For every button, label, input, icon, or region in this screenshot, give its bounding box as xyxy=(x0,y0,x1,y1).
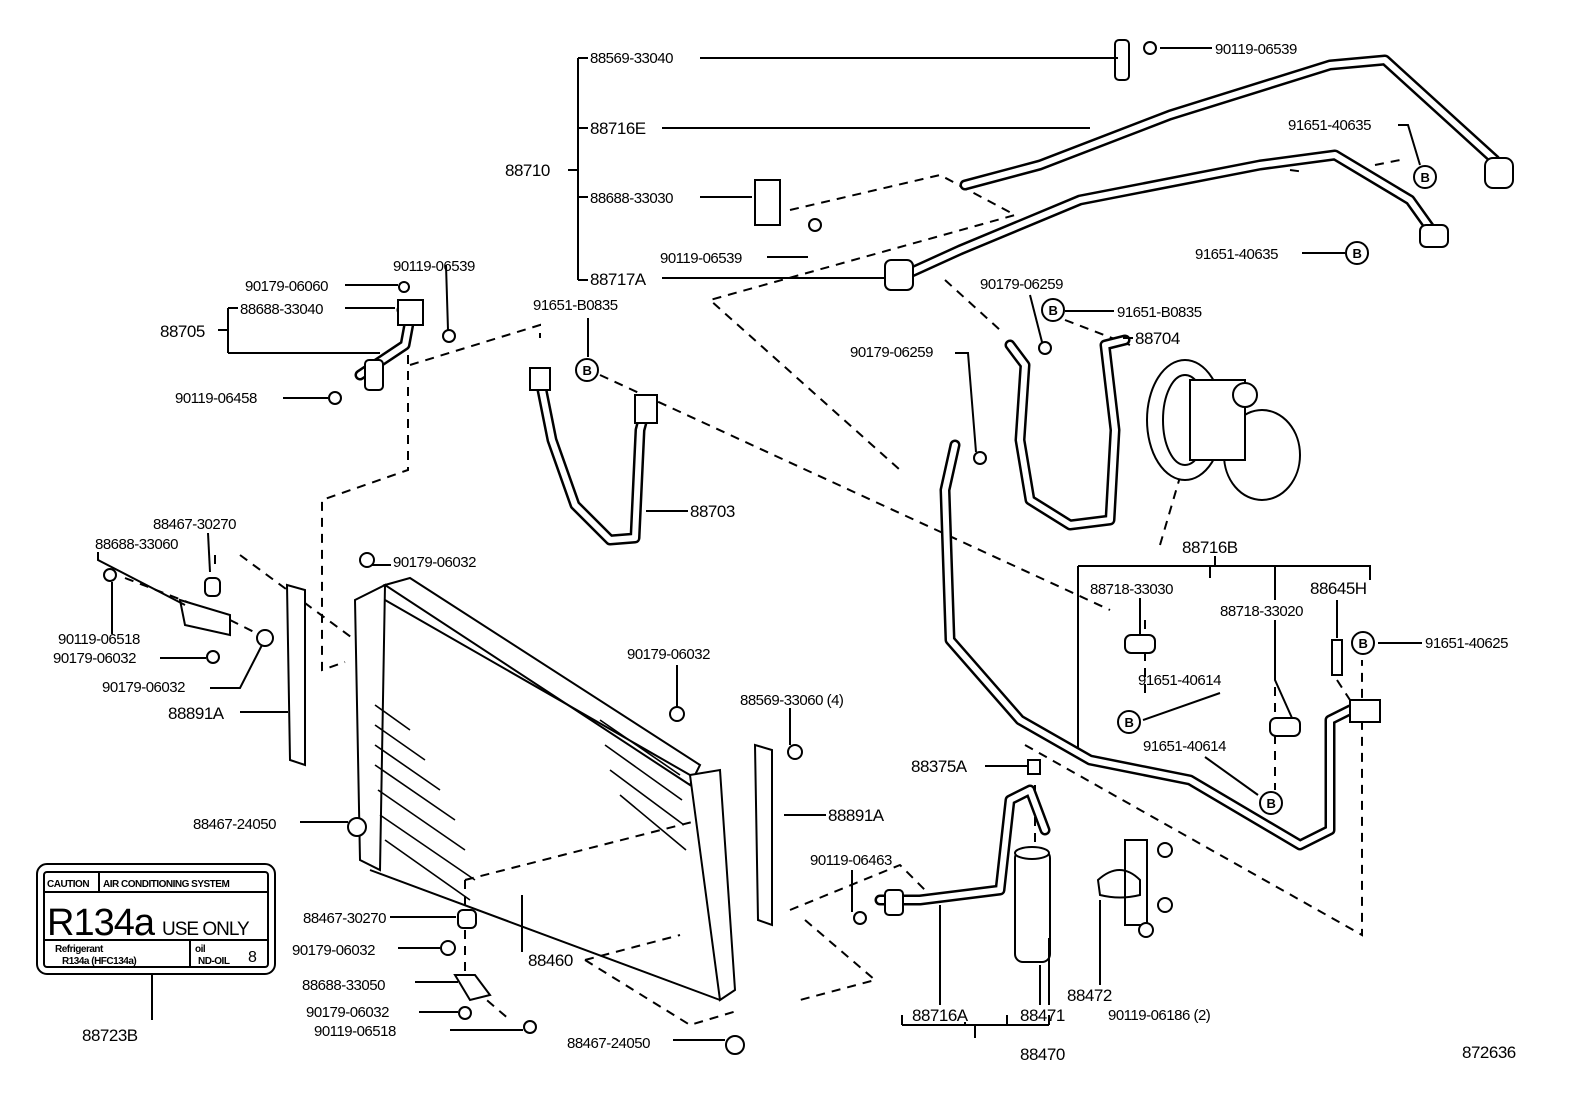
callout: 90119-06518 xyxy=(58,631,140,648)
callout: 88710 xyxy=(505,161,550,180)
connector-marker-b: B xyxy=(1345,241,1369,265)
callout: 90179-06032 xyxy=(292,942,375,959)
callout: 90119-06539 xyxy=(660,250,742,267)
refrigerant-label: Refrigerant xyxy=(55,944,104,955)
callout: 88716E xyxy=(590,119,646,138)
callout: 88472 xyxy=(1067,986,1112,1005)
callout: 90119-06539 xyxy=(393,258,475,275)
oil-label: oil xyxy=(195,944,206,955)
callout: 88704 xyxy=(1135,329,1180,348)
svg-text:B: B xyxy=(1421,170,1430,185)
callout: 88467-24050 xyxy=(567,1035,650,1052)
callout: 91651-40635 xyxy=(1288,117,1371,134)
fittings xyxy=(103,39,1514,1055)
caution-text: CAUTION xyxy=(47,879,89,890)
callout: 88705 xyxy=(160,322,205,341)
callout: 88717A xyxy=(590,270,647,289)
svg-text:B: B xyxy=(1267,796,1276,811)
leader-lines xyxy=(97,47,1422,1041)
condenser xyxy=(353,576,737,1002)
callout: 88688-33050 xyxy=(302,977,385,994)
connector-marker-b: B xyxy=(1117,710,1141,734)
refrigerant-code: R134a xyxy=(47,902,156,944)
side-panel-right xyxy=(753,743,773,927)
connector-marker-b: B xyxy=(1041,298,1065,322)
callout: 88375A xyxy=(911,757,968,776)
callout: 88569-33060 (4) xyxy=(740,692,844,709)
callout: 90179-06259 xyxy=(850,344,933,361)
callout: 88471 xyxy=(1020,1006,1065,1025)
callout: 91651-40625 xyxy=(1425,635,1508,652)
callout: 88470 xyxy=(1020,1045,1065,1064)
callout: 90119-06539 xyxy=(1215,41,1297,58)
callout: 88718-33020 xyxy=(1220,603,1303,620)
connector-markers: B B B B B B B xyxy=(575,165,1437,815)
callout: 88891A xyxy=(828,806,885,825)
callout: 88718-33030 xyxy=(1090,581,1173,598)
use-only-text: USE ONLY xyxy=(162,919,250,940)
receiver-dryer xyxy=(1014,759,1051,963)
callout: 90179-06259 xyxy=(980,276,1063,293)
connector-marker-b: B xyxy=(1259,791,1283,815)
parts xyxy=(103,39,1514,1055)
svg-text:B: B xyxy=(1353,246,1362,261)
connector-marker-b: B xyxy=(575,358,599,382)
dryer-bracket xyxy=(1096,839,1173,938)
callout: 88467-24050 xyxy=(193,816,276,833)
callout: 90119-06463 xyxy=(810,852,892,869)
svg-text:B: B xyxy=(1049,303,1058,318)
callout: 90119-06518 xyxy=(314,1023,396,1040)
callout: 88688-33030 xyxy=(590,190,673,207)
oil-value: ND-OIL xyxy=(198,956,230,967)
side-panel-left xyxy=(285,583,306,767)
callout: 91651-40614 xyxy=(1143,738,1226,755)
refrigerant-value: R134a (HFC134a) xyxy=(62,956,136,967)
diagram-number: 872636 xyxy=(1462,1043,1516,1062)
callout: 88723B xyxy=(82,1026,138,1045)
callout: 90179-06032 xyxy=(53,650,136,667)
connector-marker-b: B xyxy=(1351,631,1375,655)
hoses xyxy=(354,54,1511,906)
callouts: 88569-33040 90119-06539 88716E 88710 886… xyxy=(53,41,1516,1064)
svg-text:B: B xyxy=(1359,636,1368,651)
callout: 88703 xyxy=(690,502,735,521)
callout: 88467-30270 xyxy=(153,516,236,533)
callout: 88688-33060 xyxy=(95,536,178,553)
callout: 91651-40614 xyxy=(1138,672,1221,689)
callout: 88460 xyxy=(528,951,573,970)
callout: 91651-B0835 xyxy=(1117,304,1202,321)
callout: 90119-06458 xyxy=(175,390,257,407)
caution-label: CAUTION AIR CONDITIONING SYSTEM R134a US… xyxy=(36,863,276,975)
callout: 90179-06060 xyxy=(245,278,328,295)
callout: 90179-06032 xyxy=(627,646,710,663)
callout: 90179-06032 xyxy=(102,679,185,696)
callout: 91651-40635 xyxy=(1195,246,1278,263)
callout: 88645H xyxy=(1310,579,1367,598)
callout: 90119-06186 (2) xyxy=(1108,1007,1211,1024)
callout: 88716A xyxy=(912,1006,969,1025)
callout: 91651-B0835 xyxy=(533,297,618,314)
callout: 88569-33040 xyxy=(590,50,673,67)
callout: 88467-30270 xyxy=(303,910,386,927)
callout: 88891A xyxy=(168,704,225,723)
compressor xyxy=(1146,359,1301,501)
callout: 88688-33040 xyxy=(240,301,323,318)
svg-text:B: B xyxy=(583,363,592,378)
callout: 90179-06032 xyxy=(306,1004,389,1021)
callout: 90179-06032 xyxy=(393,554,476,571)
callout: 88716B xyxy=(1182,538,1238,557)
connector-marker-b: B xyxy=(1413,165,1437,189)
system-text: AIR CONDITIONING SYSTEM xyxy=(103,879,229,890)
svg-text:B: B xyxy=(1125,715,1134,730)
oil-number: 8 xyxy=(248,949,257,966)
